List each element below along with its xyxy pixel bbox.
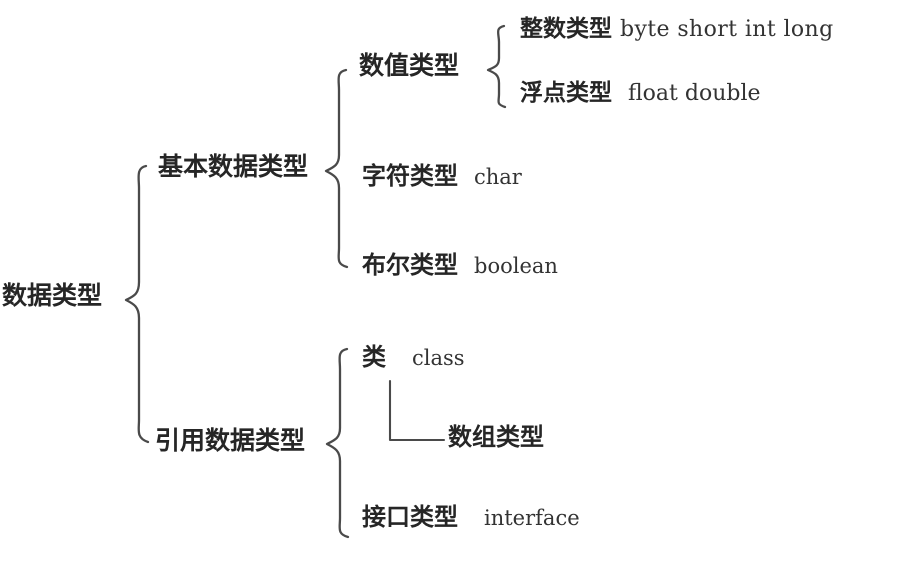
node-interface-type: 接口类型 interface (362, 505, 580, 529)
node-class-type-keyword: class (412, 346, 465, 370)
node-interface-type-keyword: interface (484, 506, 580, 530)
brace-reference (325, 347, 350, 539)
node-integer-types-keywords: byte short int long (620, 17, 834, 42)
node-reference-types: 引用数据类型 (155, 428, 305, 453)
node-boolean-type-label: 布尔类型 (362, 251, 458, 279)
node-root-label: 数据类型 (2, 281, 103, 310)
node-numeric-types: 数值类型 (359, 53, 459, 78)
node-root: 数据类型 (2, 283, 102, 308)
node-primitive-types: 基本数据类型 (158, 154, 308, 179)
node-integer-types-label: 整数类型 (520, 16, 612, 42)
node-float-types: 浮点类型 float double (520, 82, 761, 105)
node-boolean-type-keyword: boolean (474, 254, 558, 278)
brace-numeric (486, 24, 507, 109)
node-primitive-types-label: 基本数据类型 (158, 152, 309, 181)
node-interface-type-label: 接口类型 (362, 503, 458, 531)
node-character-type-keyword: char (474, 165, 522, 189)
node-boolean-type: 布尔类型 boolean (362, 253, 558, 277)
node-reference-types-label: 引用数据类型 (155, 426, 306, 455)
brace-root (124, 164, 150, 444)
elbow-class-to-array (388, 379, 446, 442)
node-character-type-label: 字符类型 (362, 162, 458, 190)
node-class-type-label: 类 (362, 343, 386, 371)
node-array-type: 数组类型 (448, 425, 544, 449)
node-numeric-types-label: 数值类型 (359, 51, 460, 80)
node-integer-types: 整数类型 byte short int long (520, 18, 834, 41)
node-array-type-label: 数组类型 (448, 423, 544, 451)
node-class-type: 类 class (362, 345, 465, 369)
node-character-type: 字符类型 char (362, 164, 522, 188)
node-float-types-keywords: float double (628, 81, 761, 106)
node-float-types-label: 浮点类型 (520, 80, 612, 106)
brace-primitive (324, 68, 349, 269)
